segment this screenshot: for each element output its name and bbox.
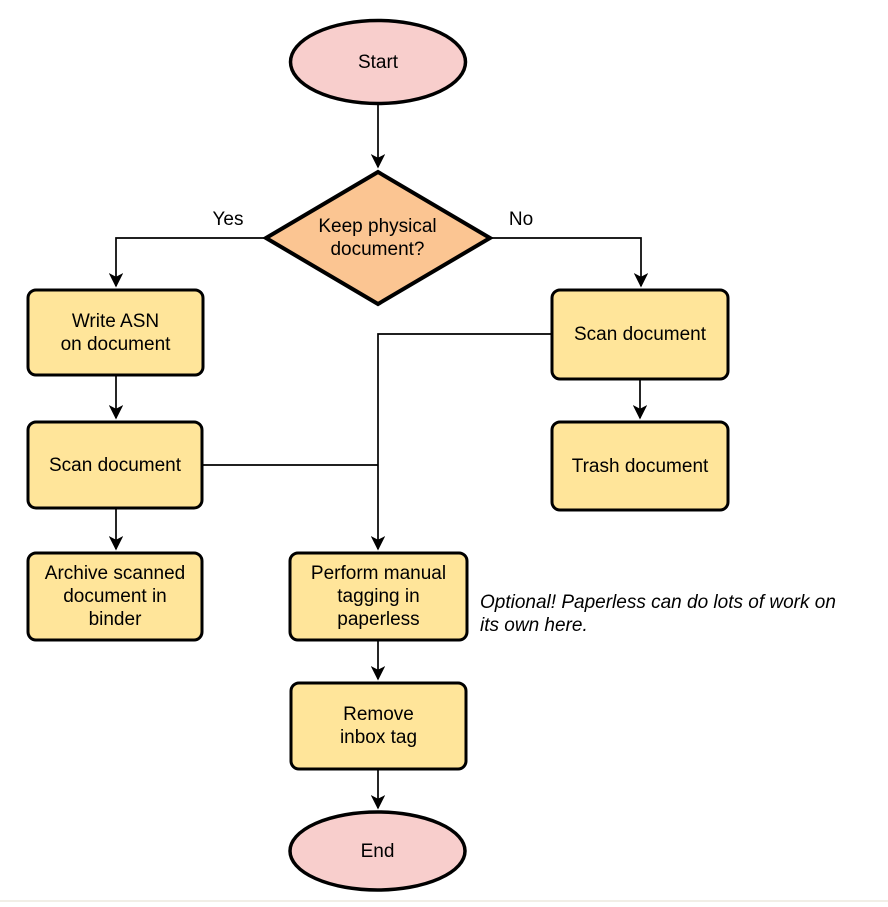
decision-diamond-shape: [262, 169, 494, 307]
write-asn-process-shape: [26, 288, 205, 377]
start-terminator-shape: [288, 18, 468, 106]
remove-inbox-tag-process-shape: [289, 681, 468, 771]
scan-document-right-process-shape: [550, 288, 730, 381]
manual-tagging-process-shape: [288, 551, 469, 642]
end-terminator-shape: [288, 810, 467, 892]
edge-decision-yes-to-write-asn: [108, 237, 266, 288]
trash-document-process-shape: [550, 420, 730, 512]
edge-scan-right-to-tagging: [370, 333, 552, 551]
bottom-divider: [0, 900, 888, 902]
archive-process-shape: [26, 551, 204, 642]
scan-document-left-process-shape: [26, 420, 204, 510]
edge-decision-no-to-scan-right: [490, 237, 649, 288]
